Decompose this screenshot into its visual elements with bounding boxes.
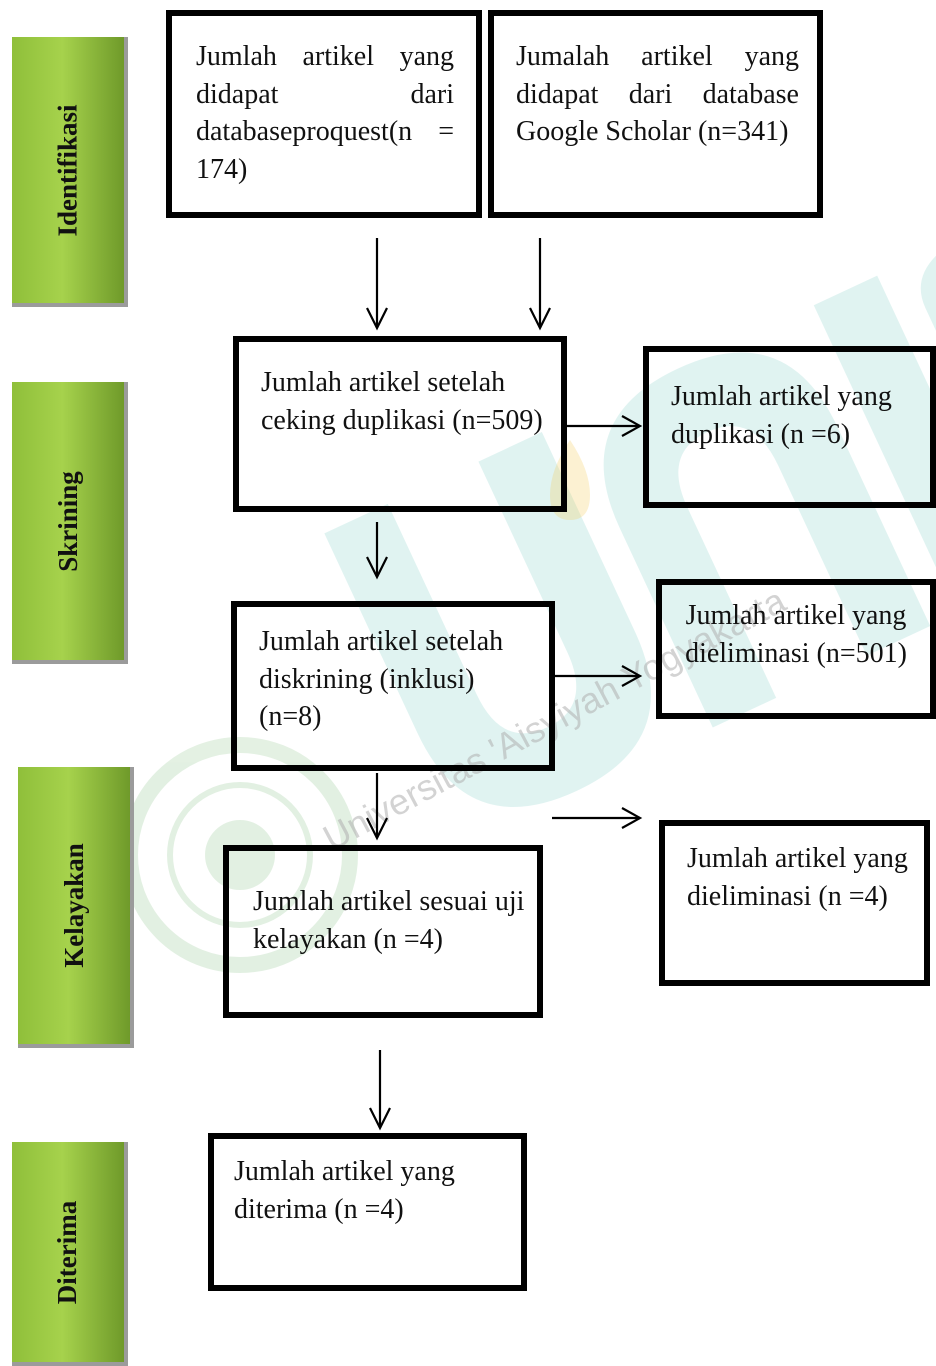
phase-skrining-label: Skrining [52,470,83,572]
box-google-scholar-text: Jumalah artikel yang didapat dari databa… [516,41,799,148]
phase-diterima: Diterima [12,1142,128,1366]
box-proquest: Jumlah artikel yang didapat dari databas… [166,10,482,218]
box-kelayakan: Jumlah artikel sesuai uji kelayakan (n =… [223,845,543,1018]
box-duplikasi-text: Jumlah artikel yang duplikasi (n =6) [671,381,892,450]
phase-identifikasi-label: Identifikasi [52,103,83,237]
phase-kelayakan-label: Kelayakan [58,843,89,968]
box-setelah-duplikasi-text: Jumlah artikel setelah ceking duplikasi … [261,367,543,436]
box-diterima: Jumlah artikel yang diterima (n =4) [208,1133,527,1291]
box-proquest-text: Jumlah artikel yang didapat dari databas… [196,41,454,185]
phase-identifikasi: Identifikasi [12,37,128,307]
box-diskrining: Jumlah artikel setelah diskrining (inklu… [231,601,555,771]
phase-diterima-label: Diterima [52,1200,83,1304]
box-dieliminasi-2-text: Jumlah artikel yang dieliminasi (n =4) [687,843,908,912]
box-dieliminasi-1: Jumlah artikel yang dieliminasi (n=501) [656,579,936,719]
phase-kelayakan: Kelayakan [18,767,134,1048]
phase-skrining: Skrining [12,382,128,664]
box-dieliminasi-2: Jumlah artikel yang dieliminasi (n =4) [659,820,930,986]
box-diterima-text: Jumlah artikel yang diterima (n =4) [234,1156,455,1225]
box-duplikasi: Jumlah artikel yang duplikasi (n =6) [643,346,936,508]
box-kelayakan-text: Jumlah artikel sesuai uji kelayakan (n =… [253,886,525,955]
box-google-scholar: Jumalah artikel yang didapat dari databa… [488,10,823,218]
box-diskrining-text: Jumlah artikel setelah diskrining (inklu… [259,626,504,733]
box-setelah-duplikasi: Jumlah artikel setelah ceking duplikasi … [233,336,567,512]
box-dieliminasi-1-text: Jumlah artikel yang dieliminasi (n=501) [685,600,907,669]
